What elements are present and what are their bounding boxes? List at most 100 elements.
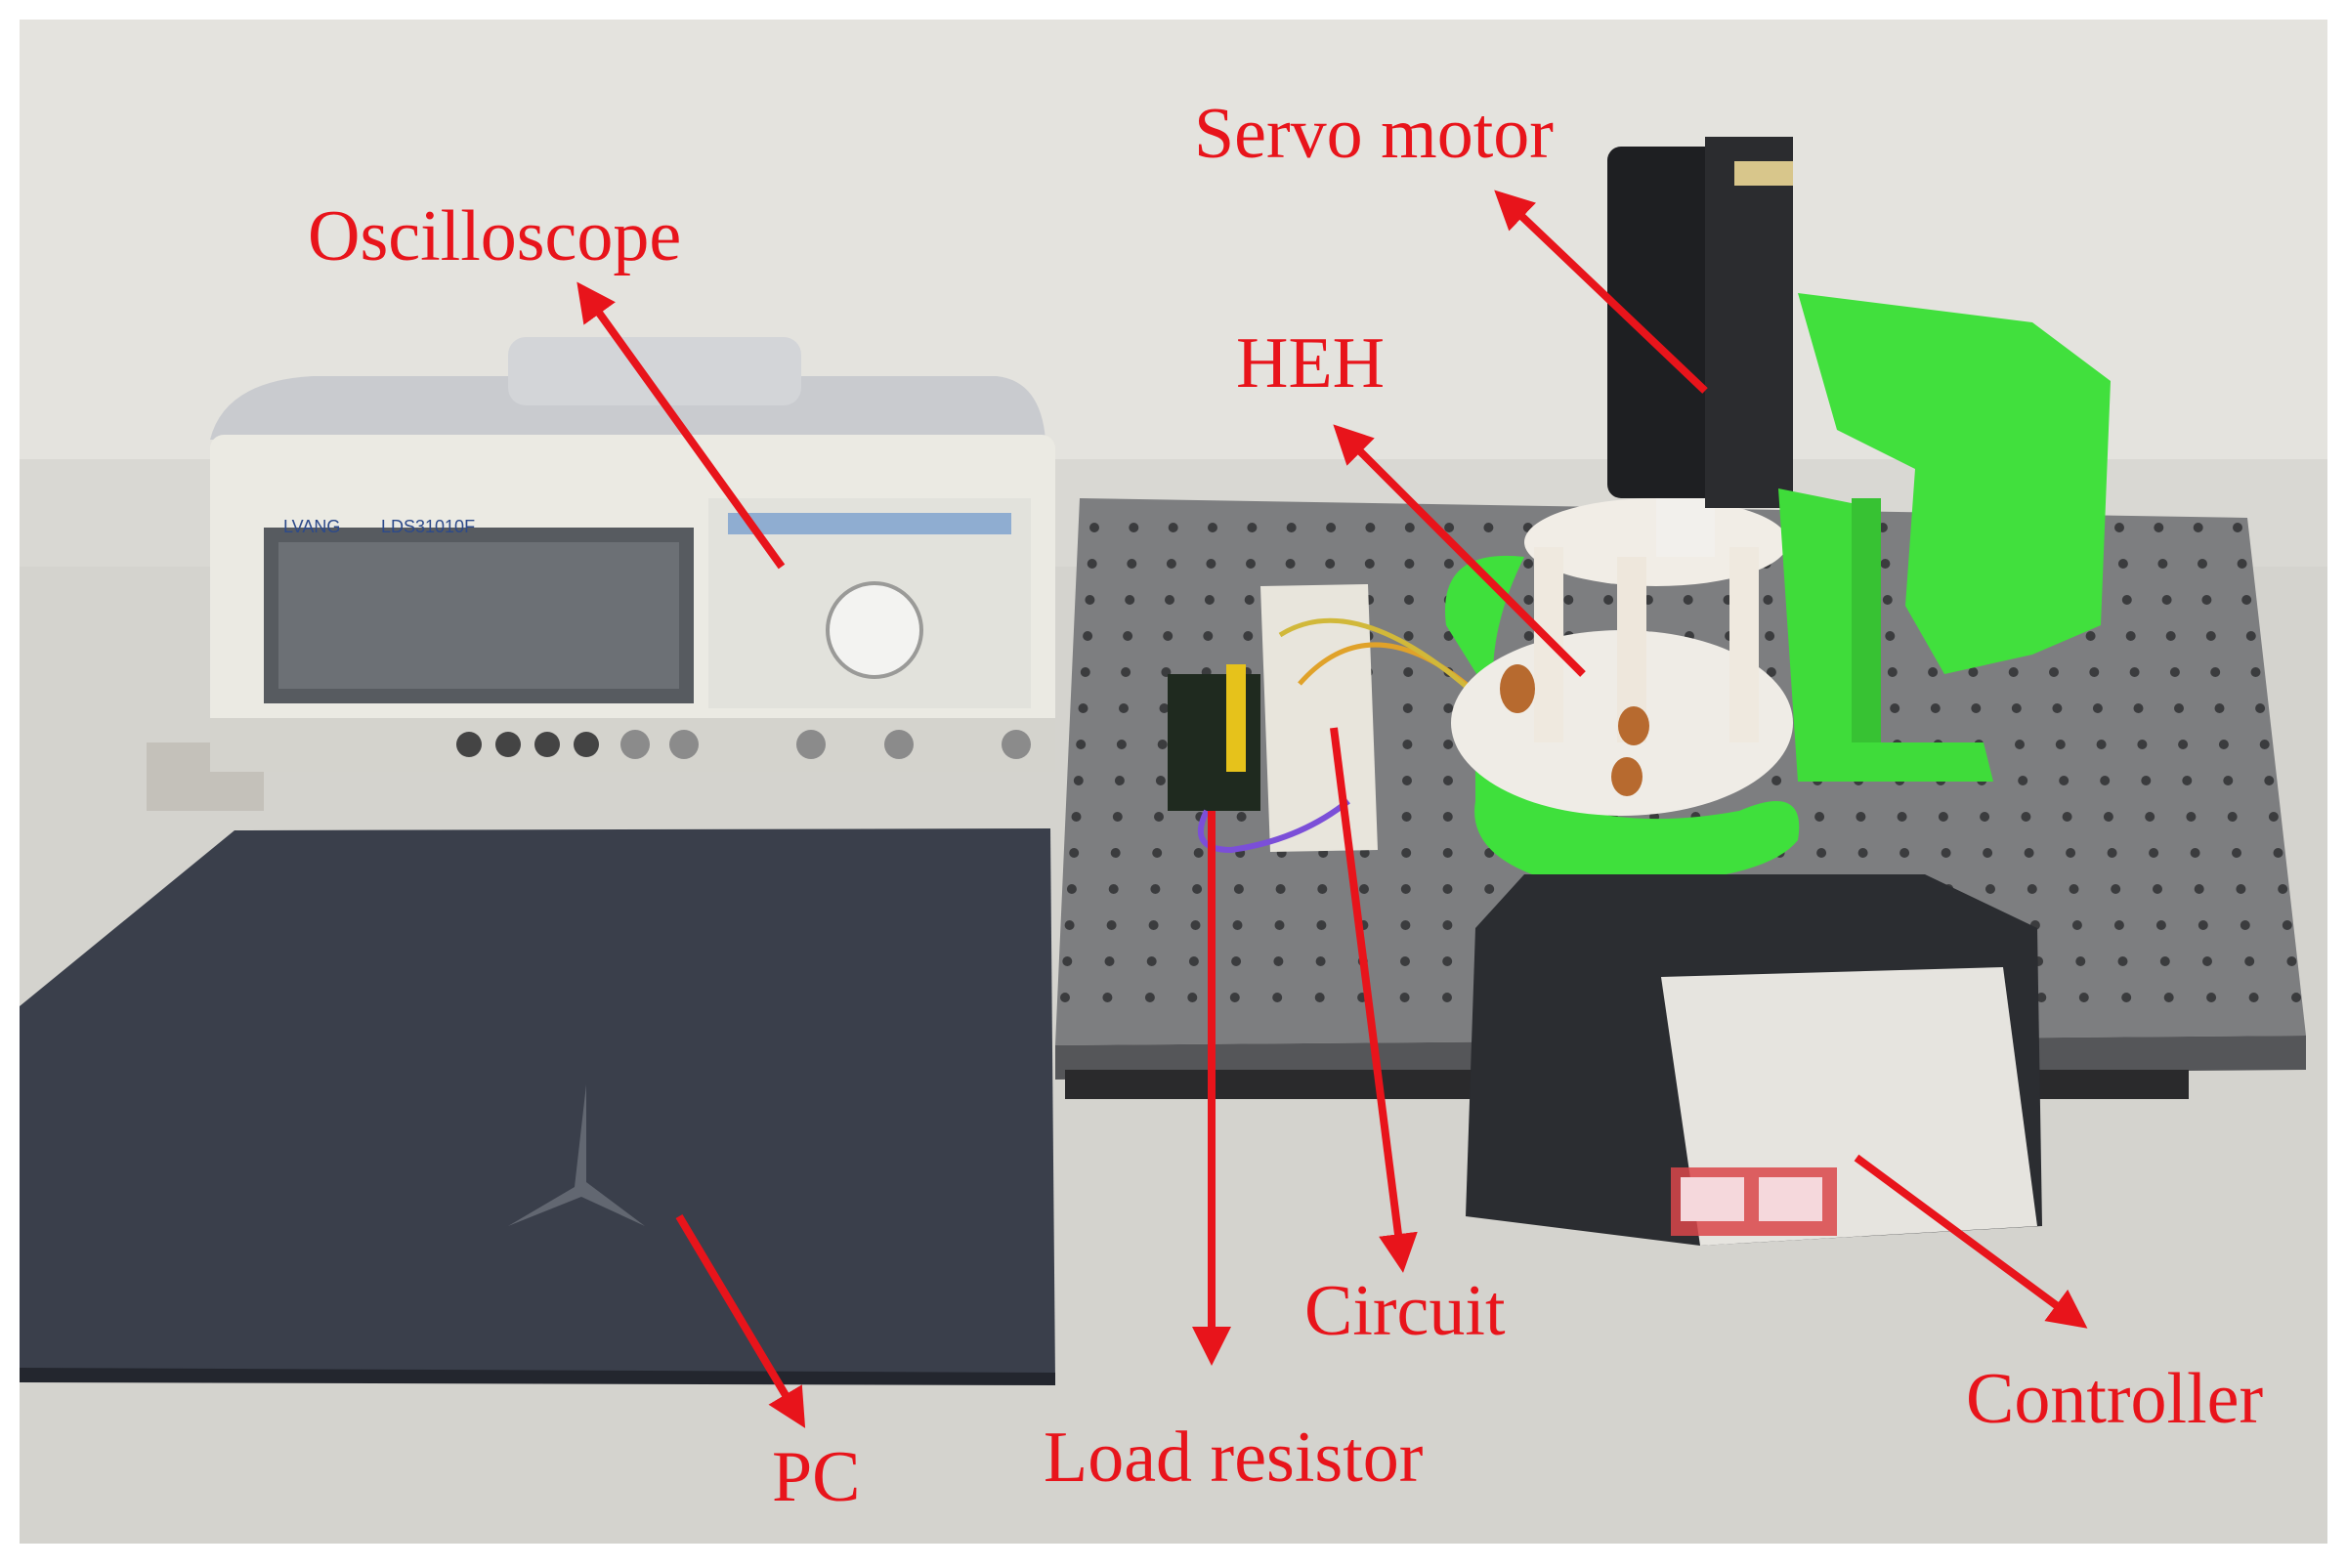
bench-hole [2268, 812, 2279, 822]
bench-hole [2159, 956, 2170, 966]
bench-hole [2049, 667, 2059, 677]
bench-hole [1442, 884, 1453, 894]
bench-hole [1890, 703, 1900, 713]
bench-hole [1206, 559, 1216, 569]
bench-hole [2154, 523, 2164, 532]
bench-hole [1563, 595, 1574, 605]
bench-hole [2233, 523, 2242, 532]
bench-hole [2153, 884, 2162, 894]
bench-hole [1882, 595, 1893, 605]
breadboard [1168, 584, 1495, 854]
laptop [20, 828, 1055, 1385]
bench-hole [1125, 595, 1135, 605]
bench-hole [2250, 667, 2261, 677]
bench-hole [1897, 812, 1907, 822]
bench-hole [1968, 667, 1979, 677]
bench-hole [1069, 848, 1080, 858]
bench-hole [1899, 848, 1910, 858]
bench-hole [1193, 848, 1204, 858]
bench-hole [2011, 703, 2022, 713]
bench-hole [2210, 667, 2221, 677]
label-pc: PC [772, 1437, 861, 1517]
bench-hole [2186, 812, 2197, 822]
bench-hole [1152, 848, 1163, 858]
bench-hole [1144, 993, 1155, 1002]
bench-hole [1274, 920, 1285, 930]
annotation-arrows [576, 190, 2088, 1428]
bench-hole [1359, 884, 1369, 894]
label-heh: HEH [1236, 323, 1386, 403]
bench-hole [2015, 740, 2025, 749]
bench-hole [1275, 884, 1286, 894]
bench-hole [1928, 667, 1939, 677]
bench-hole [2066, 848, 2076, 858]
bench-hole [1443, 559, 1454, 569]
bench-hole [2237, 559, 2247, 569]
bench-hole [1110, 848, 1121, 858]
bench-hole [1317, 884, 1328, 894]
bench-hole [1244, 595, 1255, 605]
bench-hole [1365, 523, 1376, 532]
bench-hole [1400, 956, 1410, 966]
bench-hole [2240, 920, 2250, 930]
bench-hole [2169, 667, 2180, 677]
bench-hole [1930, 703, 1941, 713]
bench-hole [1106, 920, 1117, 930]
bench-hole [1192, 884, 1203, 894]
bench-hole [1887, 667, 1898, 677]
bench-hole [2248, 993, 2259, 1002]
bench-hole [1108, 884, 1119, 894]
bench-hole [2193, 523, 2203, 532]
bench-hole [1232, 920, 1243, 930]
bench-hole [2024, 848, 2034, 858]
bench-hole [1442, 956, 1453, 966]
servo-motor [1607, 137, 1793, 508]
bench-hole [2114, 523, 2124, 532]
bench-hole [2089, 667, 2100, 677]
bench-hole [2121, 993, 2132, 1002]
bench-hole [1400, 884, 1411, 894]
bench-hole [2055, 740, 2066, 749]
bench-hole [1285, 559, 1296, 569]
bench-hole [1401, 812, 1412, 822]
bench-hole [1246, 559, 1256, 569]
bench-hole [2027, 884, 2037, 894]
bench-hole [1060, 993, 1070, 1002]
bench-hole [1326, 523, 1337, 532]
bench-hole [1856, 812, 1866, 822]
bench-hole [2232, 848, 2241, 858]
scope-model: LDS31010F [381, 517, 475, 536]
heh-harvester [1445, 498, 1800, 885]
bench-hole [2174, 703, 2184, 713]
controller-box [1466, 874, 2042, 1246]
bench-hole [1166, 559, 1176, 569]
bench-hole [1121, 667, 1131, 677]
label-servo-motor: Servo motor [1194, 94, 1554, 174]
bench-hole [2291, 993, 2301, 1002]
bench-hole [1168, 523, 1178, 532]
arrow-pc [675, 1213, 806, 1428]
bench-hole [2227, 812, 2238, 822]
bench-hole [1129, 523, 1139, 532]
bench-hole [2190, 848, 2200, 858]
bench-hole [1442, 812, 1453, 822]
bench-hole [1442, 920, 1453, 930]
bench-hole [1400, 920, 1411, 930]
bench-hole [1880, 559, 1891, 569]
bench-hole [1816, 848, 1827, 858]
arrow-servo-motor [1494, 190, 1708, 394]
bench-hole [1159, 703, 1170, 713]
bench-hole [1603, 595, 1614, 605]
bench-hole [2100, 776, 2111, 785]
bench-hole [2245, 631, 2256, 641]
bench-hole [1442, 993, 1452, 1002]
bench-hole [1315, 956, 1326, 966]
bench-hole [1484, 884, 1495, 894]
bench-hole [1247, 523, 1258, 532]
bench-hole [1814, 812, 1825, 822]
bench-hole [1683, 595, 1693, 605]
bench-hole [1325, 559, 1336, 569]
bench-hole [2145, 812, 2155, 822]
bench-hole [2259, 740, 2270, 749]
